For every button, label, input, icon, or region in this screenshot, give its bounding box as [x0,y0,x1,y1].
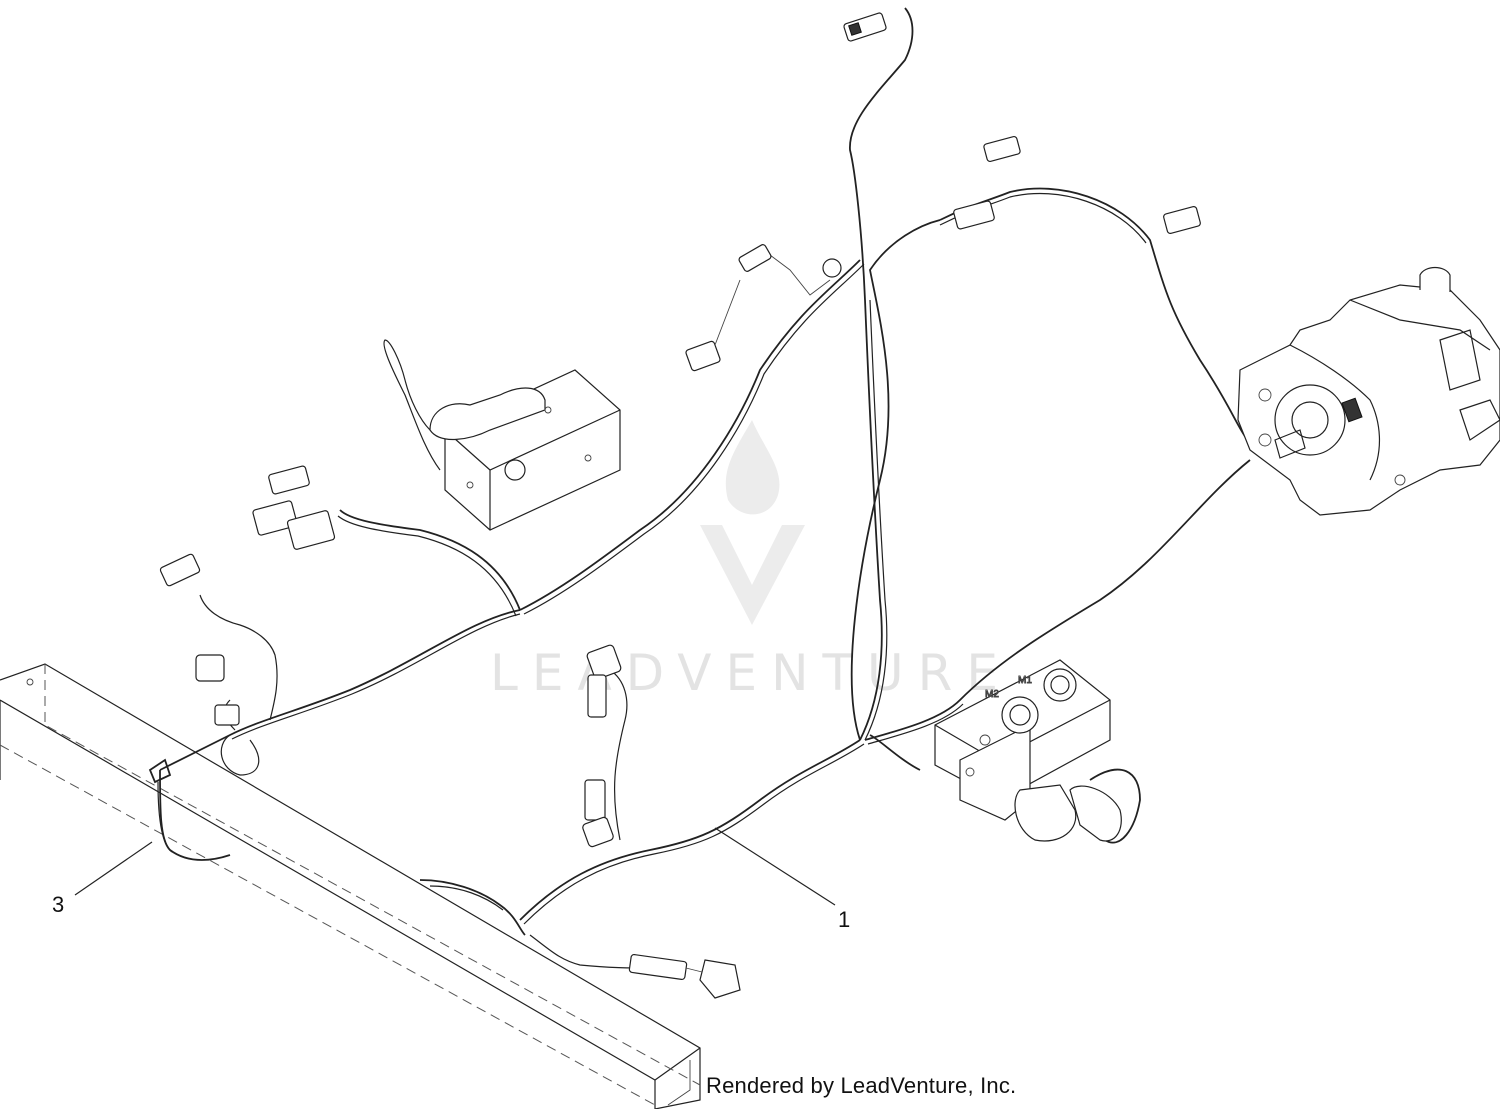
render-credit: Rendered by LeadVenture, Inc. [706,1073,1017,1098]
main-harness [519,7,1261,925]
connector-right [1163,206,1201,234]
connector-left-5 [195,654,225,682]
solenoid-valve-block [383,339,621,531]
connector-bottom-1 [628,953,688,981]
connector-upper-2 [953,200,995,230]
watermark-logo-icon [700,420,805,625]
connector-sensor [822,258,842,278]
callout-1: 1 [838,907,850,932]
connector-bottom-2 [699,959,741,999]
connector-upper-1 [983,135,1021,163]
connector-left-2 [252,500,298,536]
port-label-m2: M2 [985,689,999,700]
leader-line-3 [74,841,153,896]
callouts: 1 3 [52,827,850,932]
connector-left-3 [286,510,336,550]
sensor-upper [586,644,622,680]
sensor-lower [584,779,606,821]
frame-rail [0,663,701,1109]
leader-line-1 [714,827,836,906]
callout-3: 3 [52,892,64,917]
watermark-text: LEADVENTURE [490,644,1012,702]
connector-left-4 [159,553,201,587]
hydraulic-manifold: M2 M1 [934,659,1122,842]
watermark: LEADVENTURE [490,420,1012,702]
hydraulic-pump [1237,266,1500,516]
connector-mid-2 [685,340,721,372]
port-label-m1: M1 [1018,675,1032,686]
connector-mid [738,244,772,272]
connector-left-1 [268,465,310,495]
cable-tie [148,758,173,853]
left-branch-harness [159,259,865,969]
connectors [159,12,1201,999]
